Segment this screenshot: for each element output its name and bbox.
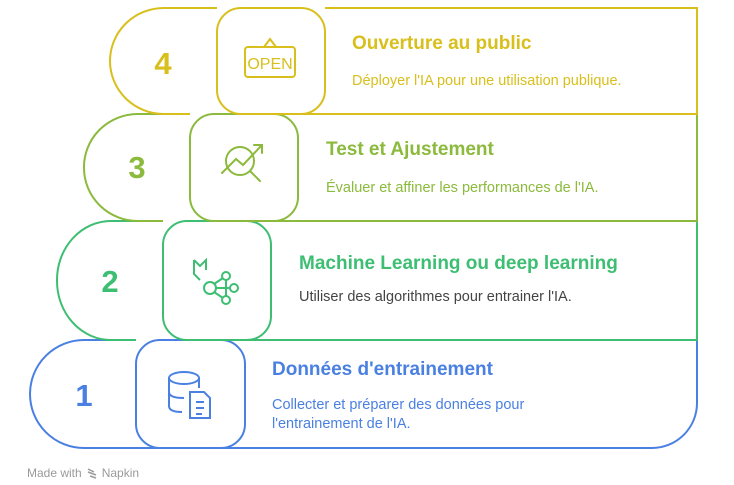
step-1-description-line-1: Collecter et préparer des données pour bbox=[272, 397, 525, 413]
step-1-title: Données d'entrainement bbox=[272, 359, 493, 380]
made-with-label: Made with bbox=[27, 466, 82, 480]
step-4-title: Ouverture au public bbox=[352, 33, 532, 54]
step-2-number: 2 bbox=[101, 264, 119, 299]
database-document-icon bbox=[168, 371, 211, 419]
step-3-description: Évaluer et affiner les performances de l… bbox=[326, 180, 599, 196]
book-network-icon bbox=[193, 257, 239, 305]
step-4-shape bbox=[108, 7, 698, 115]
step-1-description-line-2: l'entrainement de l'IA. bbox=[272, 416, 411, 432]
step-3-number: 3 bbox=[128, 150, 146, 185]
step-4-number: 4 bbox=[154, 46, 172, 81]
open-sign-icon: OPEN bbox=[244, 37, 296, 78]
chart-magnifier-icon bbox=[221, 144, 263, 182]
napkin-logo-icon bbox=[87, 468, 96, 479]
napkin-brand: Napkin bbox=[101, 466, 140, 480]
footer-watermark: Made with Napkin bbox=[27, 466, 139, 480]
step-2-title: Machine Learning ou deep learning bbox=[299, 253, 618, 274]
step-2-description: Utiliser des algorithmes pour entrainer … bbox=[299, 289, 572, 305]
step-3-title: Test et Ajustement bbox=[326, 139, 494, 160]
step-4-description: Déployer l'IA pour une utilisation publi… bbox=[352, 73, 622, 89]
svg-text:OPEN: OPEN bbox=[247, 56, 292, 73]
step-3-shape bbox=[82, 113, 698, 222]
step-1-number: 1 bbox=[75, 378, 93, 413]
step-2-shape bbox=[55, 220, 698, 341]
step-1-description: Collecter et préparer des données pour l… bbox=[272, 396, 524, 434]
